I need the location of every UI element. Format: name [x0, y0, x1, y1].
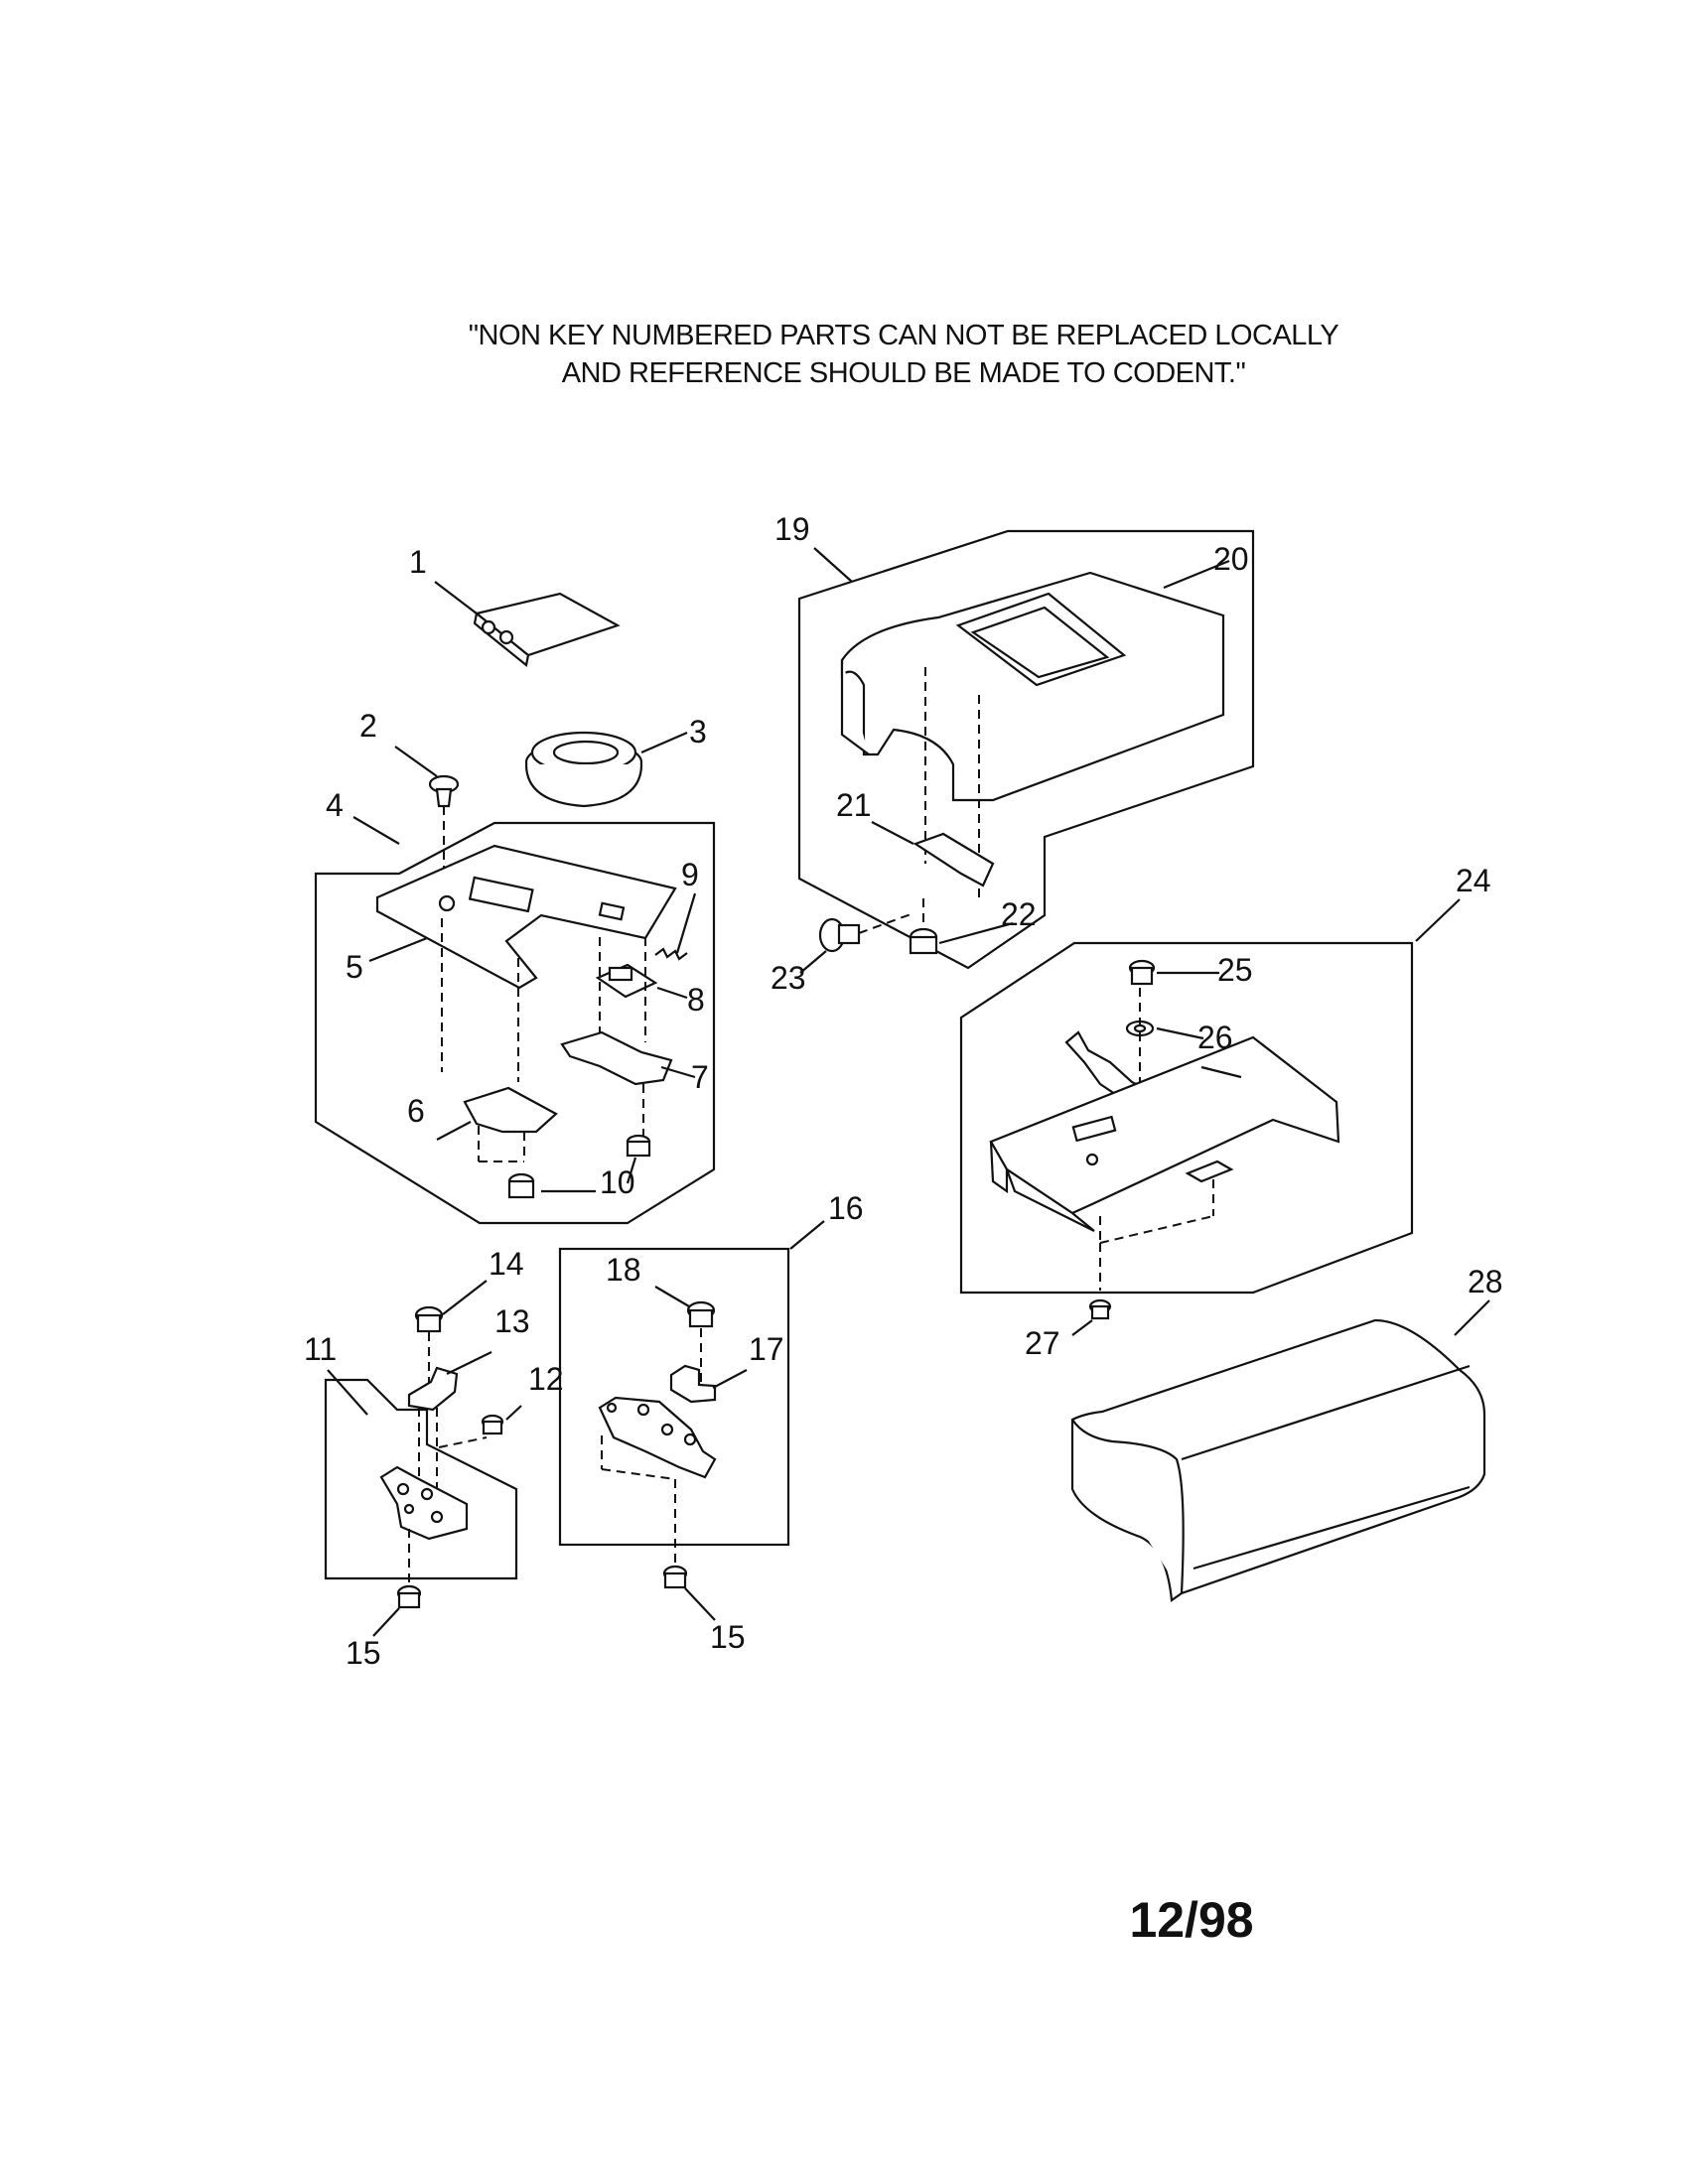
part-18-screw — [654, 1286, 716, 1385]
part-15-screw-left — [372, 1584, 422, 1637]
part-20-top-cover — [840, 559, 1230, 898]
callout-11: 11 — [304, 1331, 337, 1367]
part-21-bracket — [871, 821, 995, 887]
leader-4 — [352, 816, 400, 845]
leader-11 — [327, 1369, 368, 1416]
callout-7: 7 — [691, 1059, 709, 1095]
group-24-outline — [959, 941, 1414, 1295]
part-6-plate — [436, 1086, 558, 1162]
part-27-screw — [1071, 1298, 1112, 1336]
callout-4: 4 — [326, 787, 344, 823]
callout-20: 20 — [1213, 541, 1249, 577]
part-16-plate — [598, 1396, 717, 1564]
callout-13: 13 — [494, 1303, 530, 1339]
revision-date: 12/98 — [1129, 1892, 1254, 1948]
part-10-screws — [507, 1134, 651, 1199]
part-9-spring — [654, 892, 697, 961]
leader-24 — [1415, 898, 1461, 942]
callout-5: 5 — [346, 949, 363, 985]
callout-24: 24 — [1456, 863, 1491, 898]
callout-21: 21 — [836, 787, 872, 823]
callout-3: 3 — [689, 714, 707, 750]
part-28-carrying-case — [1070, 1299, 1490, 1602]
part-22-screw — [909, 898, 1014, 955]
callout-8: 8 — [687, 982, 705, 1018]
part-1-slide-plate — [434, 581, 621, 667]
part-15-screw-right — [662, 1565, 716, 1621]
part-11-plate — [379, 1465, 469, 1588]
callout-12: 12 — [528, 1361, 564, 1397]
callout-9: 9 — [681, 857, 699, 892]
part-5-needle-plate — [368, 844, 677, 1082]
group-4-outline — [314, 821, 716, 1225]
callout-27: 27 — [1025, 1325, 1060, 1361]
callout-26: 26 — [1197, 1020, 1233, 1055]
note-line-1: "NON KEY NUMBERED PARTS CAN NOT BE REPLA… — [468, 320, 1339, 351]
part-17-bracket — [669, 1364, 748, 1404]
callout-23: 23 — [771, 960, 806, 996]
callout-18: 18 — [606, 1252, 641, 1288]
callout-19: 19 — [774, 511, 810, 547]
part-25-screw — [1128, 959, 1219, 986]
group-11-outline — [324, 1378, 518, 1580]
note-line-2: AND REFERENCE SHOULD BE MADE TO CODENT." — [561, 357, 1246, 389]
callout-2: 2 — [359, 708, 377, 744]
leader-19 — [813, 547, 853, 583]
callout-15-right: 15 — [710, 1619, 746, 1655]
callout-6: 6 — [407, 1093, 425, 1129]
part-12-nut — [438, 1405, 522, 1448]
leader-16 — [789, 1220, 825, 1250]
part-24-drawer — [989, 1030, 1340, 1291]
part-14-screw — [414, 1280, 488, 1385]
part-13-bracket — [407, 1351, 492, 1499]
callout-28: 28 — [1468, 1264, 1503, 1299]
callout-22: 22 — [1001, 896, 1037, 932]
callout-16: 16 — [828, 1190, 864, 1226]
callout-15-left: 15 — [346, 1635, 381, 1671]
part-3-bobbin-hook — [524, 731, 688, 808]
callout-10: 10 — [600, 1164, 635, 1200]
part-23-knob-screw — [799, 912, 914, 974]
callout-1: 1 — [409, 544, 427, 580]
callout-17: 17 — [749, 1331, 784, 1367]
part-7-bracket — [560, 1030, 696, 1137]
group-19-outline — [797, 529, 1255, 970]
part-8-catch — [595, 937, 688, 1042]
callout-14: 14 — [489, 1246, 524, 1282]
callout-25: 25 — [1217, 952, 1253, 988]
